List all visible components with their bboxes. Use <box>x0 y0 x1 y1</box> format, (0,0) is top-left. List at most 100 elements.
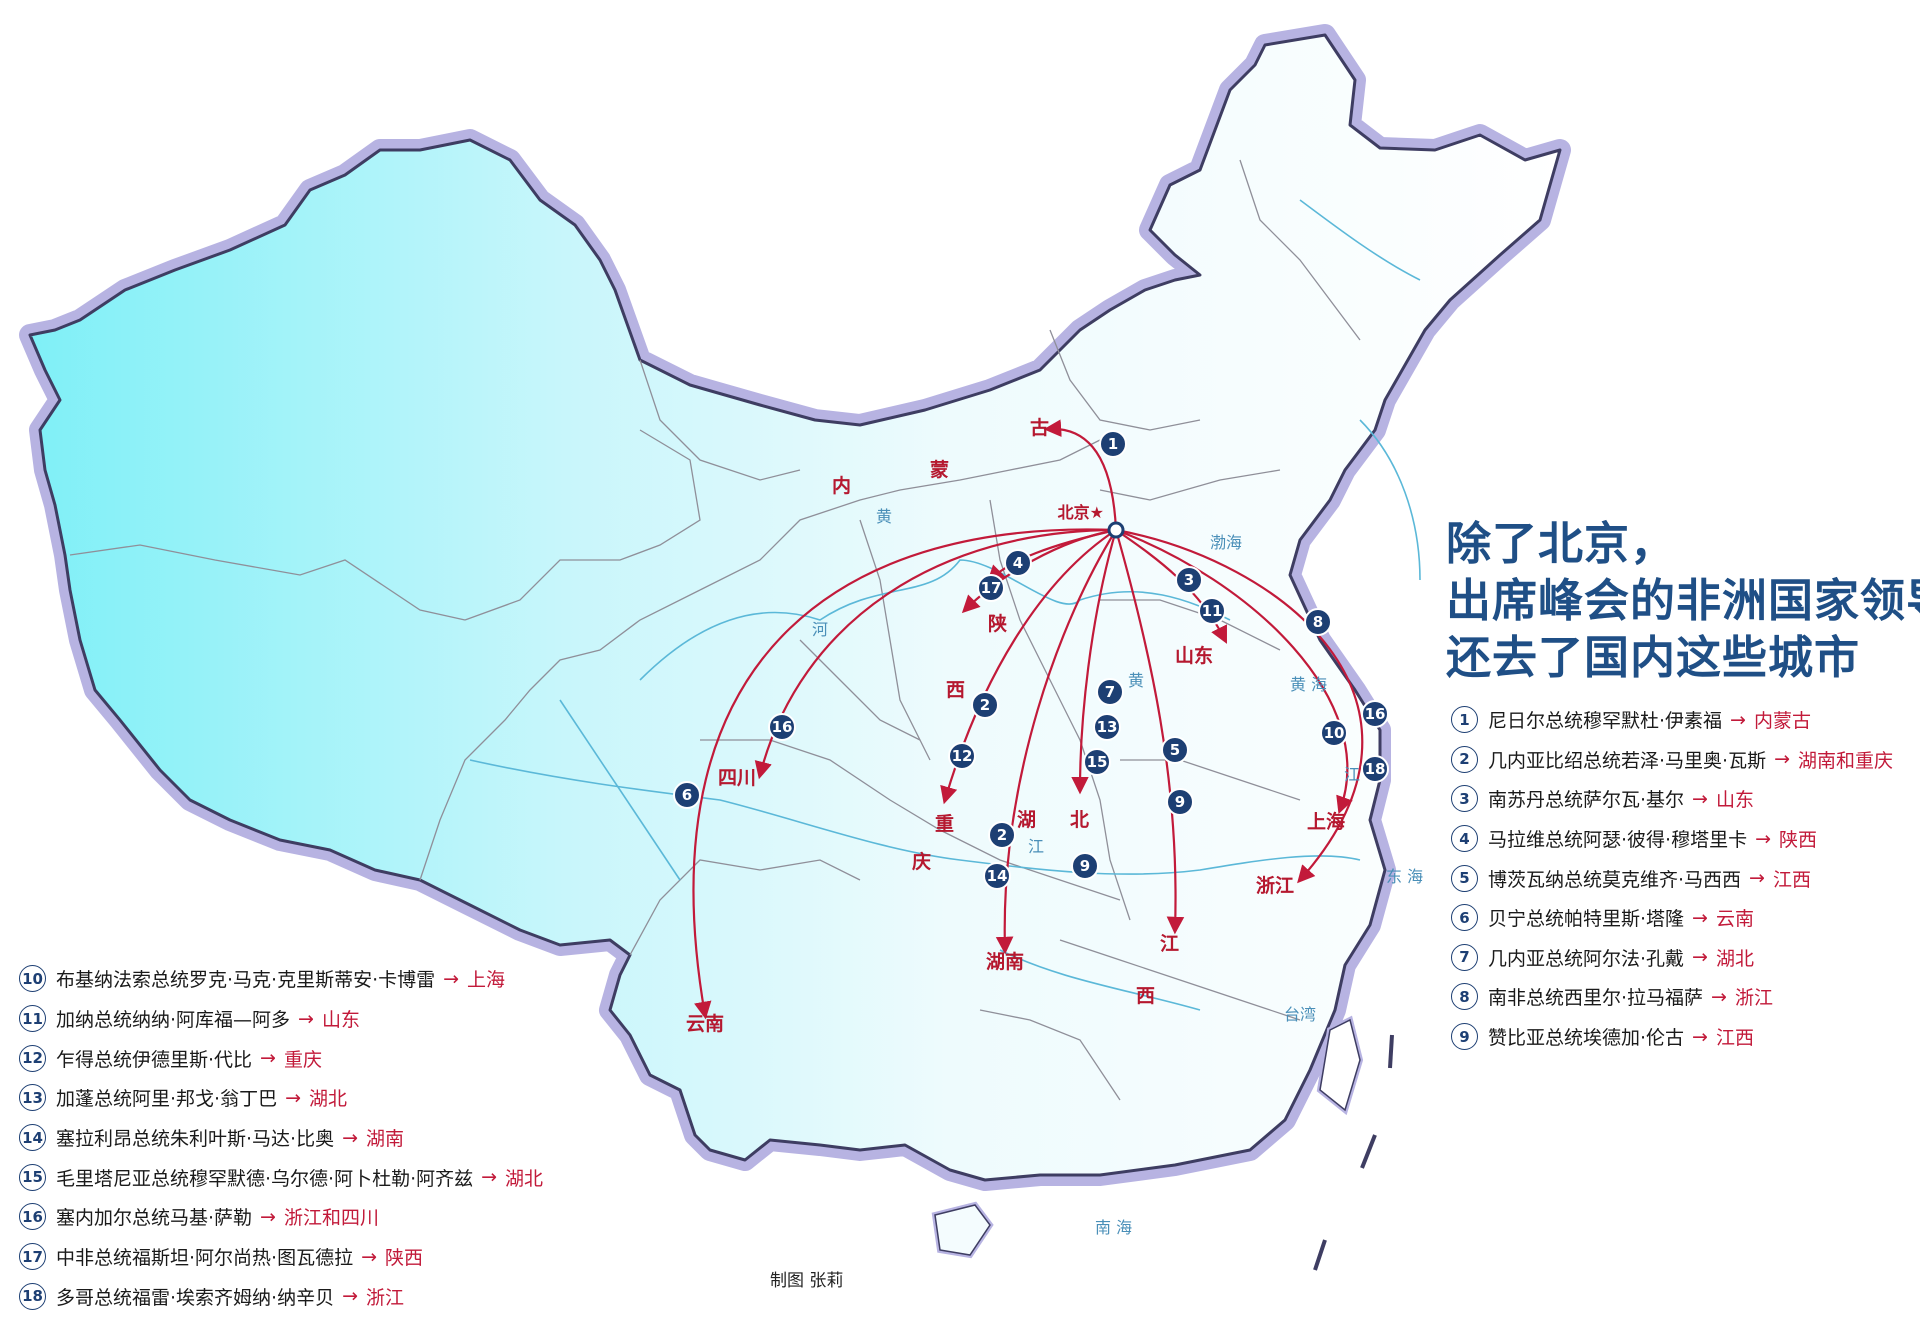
marker-7: 7 <box>1096 678 1124 706</box>
legend-destination: 云南 <box>1715 908 1754 931</box>
arrow-icon: → <box>1749 867 1765 890</box>
title-line-1: 除了北京， <box>1446 517 1677 570</box>
legend-number: 10 <box>19 965 46 993</box>
legend-number: 18 <box>19 1282 46 1310</box>
legend-number: 16 <box>19 1203 46 1231</box>
arrow-icon: → <box>285 1086 302 1109</box>
label-bohai: 渤海 <box>1210 533 1242 552</box>
legend-destination: 江西 <box>1772 868 1811 891</box>
svg-text:16: 16 <box>1365 705 1386 723</box>
legend-number: 14 <box>19 1124 46 1152</box>
legend-leader: 贝宁总统帕特里斯·塔隆 <box>1488 908 1685 931</box>
rivers <box>469 199 1421 1011</box>
label-shanghai: 上海 <box>1307 810 1345 833</box>
svg-text:5: 5 <box>1170 741 1180 759</box>
legend-destination: 浙江 <box>366 1286 405 1309</box>
label-nei: 内 <box>832 474 851 497</box>
legend-leader: 马拉维总统阿瑟·彼得·穆塔里卡 <box>1488 829 1748 852</box>
province-labels: 内 蒙 古 陕 西 四川 重 庆 湖 北 山东 上海 浙江 江 西 湖南 云南 <box>686 416 1345 1035</box>
marker-14: 14 <box>983 862 1011 890</box>
svg-text:6: 6 <box>682 786 692 804</box>
legend-destination: 浙江和四川 <box>283 1207 379 1230</box>
sea-labels: 渤海 黄 海 东 海 南 海 台湾 <box>1095 533 1423 1237</box>
marker-10: 10 <box>1320 719 1348 747</box>
legend-number: 4 <box>1451 825 1478 853</box>
legend-destination: 湖南 <box>366 1128 405 1151</box>
arrow-icon: → <box>342 1285 359 1308</box>
label-jiang: 江 <box>1160 933 1179 955</box>
map-credit: 制图 张莉 <box>770 1271 844 1291</box>
svg-text:9: 9 <box>1080 857 1090 875</box>
arrow-icon: → <box>1692 1025 1708 1048</box>
legend-leader: 南非总统西里尔·拉马福萨 <box>1488 987 1704 1010</box>
label-jiang2: 江 <box>1344 765 1360 784</box>
label-xi2: 西 <box>1136 985 1155 1007</box>
marker-11: 11 <box>1198 597 1226 625</box>
legend-number: 3 <box>1451 785 1478 813</box>
legend-destination: 湖南和重庆 <box>1798 749 1894 772</box>
marker-9a: 9 <box>1166 788 1194 816</box>
label-gu: 古 <box>1030 416 1049 439</box>
label-bei: 北 <box>1070 809 1089 831</box>
label-jiang1: 江 <box>1028 837 1044 856</box>
marker-8: 8 <box>1304 608 1332 636</box>
marker-1: 1 <box>1099 430 1127 458</box>
legend-number: 13 <box>19 1084 46 1112</box>
legend-destination: 浙江 <box>1734 987 1773 1010</box>
svg-text:3: 3 <box>1184 571 1194 589</box>
svg-text:7: 7 <box>1105 683 1115 701</box>
marker-16b: 16 <box>768 713 796 741</box>
route-lines <box>692 419 1364 1020</box>
marker-9b: 9 <box>1071 852 1099 880</box>
arrow-icon: → <box>260 1047 276 1070</box>
label-huang2: 黄 <box>1128 671 1144 690</box>
beijing-label: 北京★ <box>1058 503 1104 522</box>
label-sichuan: 四川 <box>718 767 756 789</box>
svg-text:17: 17 <box>981 579 1002 597</box>
legend-number: 17 <box>19 1243 46 1271</box>
marker-2a: 2 <box>971 691 999 719</box>
arrow-icon: → <box>1711 985 1727 1008</box>
svg-text:18: 18 <box>1365 760 1386 778</box>
marker-4: 4 <box>1004 549 1032 577</box>
route-1-inner-mongolia <box>1043 419 1118 531</box>
label-meng: 蒙 <box>930 459 949 481</box>
legend-destination: 上海 <box>467 969 506 992</box>
label-huang1: 黄 <box>876 507 892 526</box>
label-hu: 湖 <box>1017 809 1036 831</box>
svg-text:2: 2 <box>980 696 990 714</box>
arrow-icon: → <box>443 967 460 990</box>
legend-leader: 加蓬总统阿里·邦戈·翁丁巴 <box>56 1088 278 1111</box>
legend-destination: 重庆 <box>283 1048 322 1071</box>
arrow-icon: → <box>481 1166 498 1189</box>
legend-number: 6 <box>1451 904 1478 932</box>
legend-leader: 塞内加尔总统马基·萨勒 <box>56 1207 253 1230</box>
marker-15: 15 <box>1083 748 1111 776</box>
label-yunnan: 云南 <box>686 1013 724 1035</box>
label-hunan: 湖南 <box>986 951 1024 973</box>
arrow-icon: → <box>1692 787 1708 810</box>
marker-3: 3 <box>1175 566 1203 594</box>
arrow-icon: → <box>1730 708 1746 731</box>
legend-destination: 湖北 <box>1715 947 1754 970</box>
svg-text:8: 8 <box>1313 613 1323 631</box>
route-5-jiangxi <box>1114 529 1185 935</box>
label-he: 河 <box>812 620 828 639</box>
svg-text:9: 9 <box>1175 793 1185 811</box>
route-markers: 1 4 17 3 11 8 2 12 7 13 15 5 9 16 10 18 … <box>673 430 1389 890</box>
route-6-yunnan <box>692 528 1117 1020</box>
